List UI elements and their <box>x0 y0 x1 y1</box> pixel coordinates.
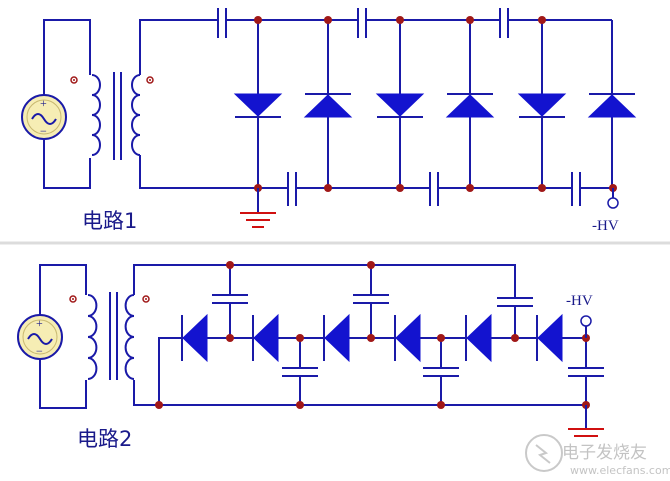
ground-symbol-2 <box>568 405 604 437</box>
circuit-2-label: 电路2 <box>77 427 132 451</box>
ac-source-1: + − <box>21 19 91 189</box>
watermark: 电子发烧友 www.elecfans.com <box>525 434 670 477</box>
hv-label-2: -HV <box>566 293 593 309</box>
upper-capacitors-2 <box>212 265 533 338</box>
plus-mark-2: + <box>36 316 43 330</box>
ground-symbol-1 <box>240 188 276 228</box>
watermark-logo-icon <box>525 434 563 472</box>
diode-c1-6 <box>587 94 637 118</box>
transformer-2 <box>69 264 586 406</box>
lower-capacitors-2 <box>282 338 604 405</box>
watermark-text: 电子发烧友 <box>562 443 647 463</box>
diode-c1-4 <box>445 94 495 118</box>
diode-c2-6 <box>537 313 563 363</box>
diode-c2-4 <box>395 313 421 363</box>
plus-mark: + <box>40 96 47 110</box>
diode-c1-3 <box>375 93 425 117</box>
diode-c1-2 <box>303 94 353 118</box>
diode-c2-2 <box>253 313 279 363</box>
diode-column-1 <box>233 20 637 188</box>
hv-terminal-2 <box>580 315 592 327</box>
diode-c2-3 <box>324 313 350 363</box>
ac-source-2: + − <box>17 264 87 409</box>
diode-c1-1 <box>233 93 283 117</box>
junctions-2 <box>155 261 590 409</box>
diode-c1-5 <box>517 93 567 117</box>
hv-label-1: -HV <box>592 218 619 234</box>
junctions-1 <box>254 16 617 192</box>
hv-terminal-1 <box>607 197 619 209</box>
minus-mark: − <box>40 124 47 138</box>
watermark-url: www.elecfans.com <box>570 464 670 477</box>
top-rail-1 <box>215 8 612 38</box>
circuit-1-label: 电路1 <box>82 209 137 233</box>
transformer-1 <box>70 19 258 189</box>
minus-mark-2: − <box>36 344 43 358</box>
bottom-rail-1 <box>258 172 613 206</box>
diode-c2-1 <box>182 313 208 363</box>
diode-c2-5 <box>466 313 492 363</box>
circuit-1: + − <box>21 8 637 234</box>
diode-chain-2 <box>158 313 586 405</box>
circuit-2: + − <box>17 261 604 451</box>
